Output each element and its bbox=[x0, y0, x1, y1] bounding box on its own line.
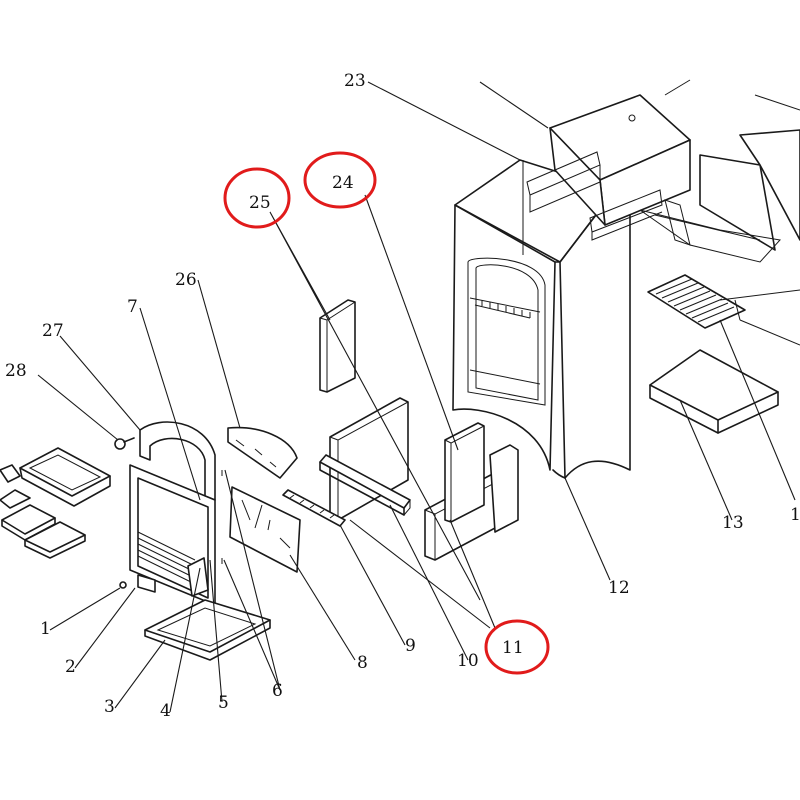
callout-25: 25 bbox=[249, 193, 271, 213]
highlight-25 bbox=[223, 167, 291, 229]
callout-10: 10 bbox=[457, 651, 479, 671]
callout-1x: 1 bbox=[790, 505, 800, 525]
highlight-24 bbox=[303, 151, 377, 209]
callout-labels: 1 2 3 4 5 6 7 8 9 10 11 12 13 1 24 25 26… bbox=[5, 71, 800, 721]
heat-exchanger bbox=[526, 94, 691, 241]
callout-5: 5 bbox=[218, 693, 229, 713]
ash-door-and-base bbox=[119, 574, 271, 661]
callout-7: 7 bbox=[127, 297, 138, 317]
callout-13: 13 bbox=[722, 513, 744, 533]
callout-28: 28 bbox=[5, 361, 27, 381]
arch-deflector bbox=[227, 426, 298, 479]
highlight-circles bbox=[223, 151, 550, 675]
grate bbox=[647, 274, 800, 346]
brick-25 bbox=[319, 299, 356, 393]
callout-1: 1 bbox=[40, 619, 51, 639]
door-glass bbox=[229, 486, 301, 573]
callout-2: 2 bbox=[65, 657, 76, 677]
highlight-11 bbox=[484, 619, 550, 675]
callout-9: 9 bbox=[405, 636, 416, 656]
callout-11: 11 bbox=[502, 638, 524, 658]
callout-26: 26 bbox=[175, 270, 197, 290]
leader-lines bbox=[37, 81, 796, 713]
callout-8: 8 bbox=[357, 653, 368, 673]
rear-baffle-parts bbox=[639, 79, 800, 263]
callout-12: 12 bbox=[608, 578, 630, 598]
log-bar bbox=[319, 454, 411, 516]
callout-23: 23 bbox=[344, 71, 366, 91]
callout-24: 24 bbox=[332, 173, 354, 193]
air-slider bbox=[282, 489, 346, 527]
handle-knob bbox=[114, 437, 135, 450]
callout-4: 4 bbox=[160, 701, 171, 721]
callout-6: 6 bbox=[272, 681, 283, 701]
ash-pan bbox=[649, 349, 779, 434]
cooking-tray bbox=[0, 447, 111, 559]
callout-3: 3 bbox=[104, 697, 115, 717]
callout-27: 27 bbox=[42, 321, 64, 341]
